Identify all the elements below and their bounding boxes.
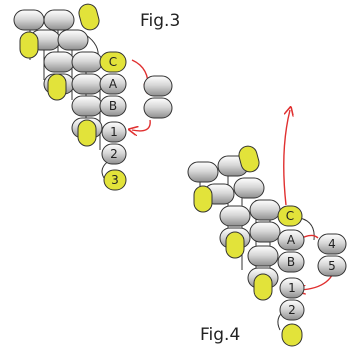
bead (71, 51, 103, 73)
bead (187, 161, 219, 183)
bead-label-3: 3 (111, 173, 119, 187)
fig3-bead-3: 3 (103, 169, 127, 191)
fig3-thread-path (132, 59, 150, 131)
fig3-accent-beads (19, 3, 100, 147)
fig4-bead-a: A (277, 229, 305, 251)
bead-label-1: 1 (288, 281, 296, 295)
bead (143, 97, 173, 119)
bead (238, 145, 260, 173)
fig4-threads (199, 165, 315, 331)
bead (249, 199, 281, 221)
fig3-bead-c: C (99, 51, 127, 73)
fig4-bead-3-unlabeled (281, 323, 303, 347)
bead (43, 51, 75, 73)
bead-label-4: 4 (328, 237, 336, 251)
fig4-beads (187, 155, 281, 289)
bead-label-2: 2 (110, 147, 118, 161)
fig4-bead-b: B (277, 251, 305, 273)
fig3-caption: Fig.3 (140, 11, 180, 31)
bead-label-5: 5 (328, 259, 336, 273)
bead-label-b: B (109, 99, 117, 113)
bead (247, 245, 279, 267)
bead (71, 73, 103, 95)
bead (143, 75, 173, 97)
fig3-bead-1: 1 (101, 121, 127, 143)
fig4-bead-2: 2 (279, 299, 305, 321)
bead (249, 221, 281, 243)
bead (47, 73, 67, 101)
bead (233, 177, 265, 199)
fig4-bead-c: C (277, 205, 303, 227)
bead (193, 185, 213, 213)
fig4-caption: Fig.4 (200, 325, 240, 345)
bead-label-c: C (109, 55, 117, 69)
fig3-bead-2: 2 (101, 143, 127, 165)
fig3-bead-b: B (99, 95, 127, 117)
bead (13, 9, 45, 31)
bead-label-a: A (109, 77, 118, 91)
fig4-bead-1: 1 (279, 277, 305, 299)
fig3-bead-a: A (99, 73, 127, 95)
figure-4: C A B 1 2 4 5 Fig.4 (187, 110, 347, 347)
bead-label-c: C (286, 209, 294, 223)
bead (71, 95, 103, 117)
bead-label-a: A (287, 233, 296, 247)
figure-3: C A B 1 2 3 Fig.3 (13, 3, 180, 191)
bead-label-1: 1 (110, 125, 118, 139)
fig4-accent-beads (193, 145, 273, 301)
bead (77, 119, 97, 147)
bead (219, 205, 251, 227)
bead (225, 231, 245, 259)
fig4-bead-5: 5 (317, 255, 347, 277)
bead (78, 3, 100, 31)
bead (43, 9, 75, 31)
bead-label-b: B (287, 255, 295, 269)
bead (57, 29, 89, 51)
bead (253, 273, 273, 301)
bead-label-2: 2 (288, 303, 296, 317)
fig4-bead-4: 4 (317, 233, 347, 255)
bead (19, 31, 39, 59)
